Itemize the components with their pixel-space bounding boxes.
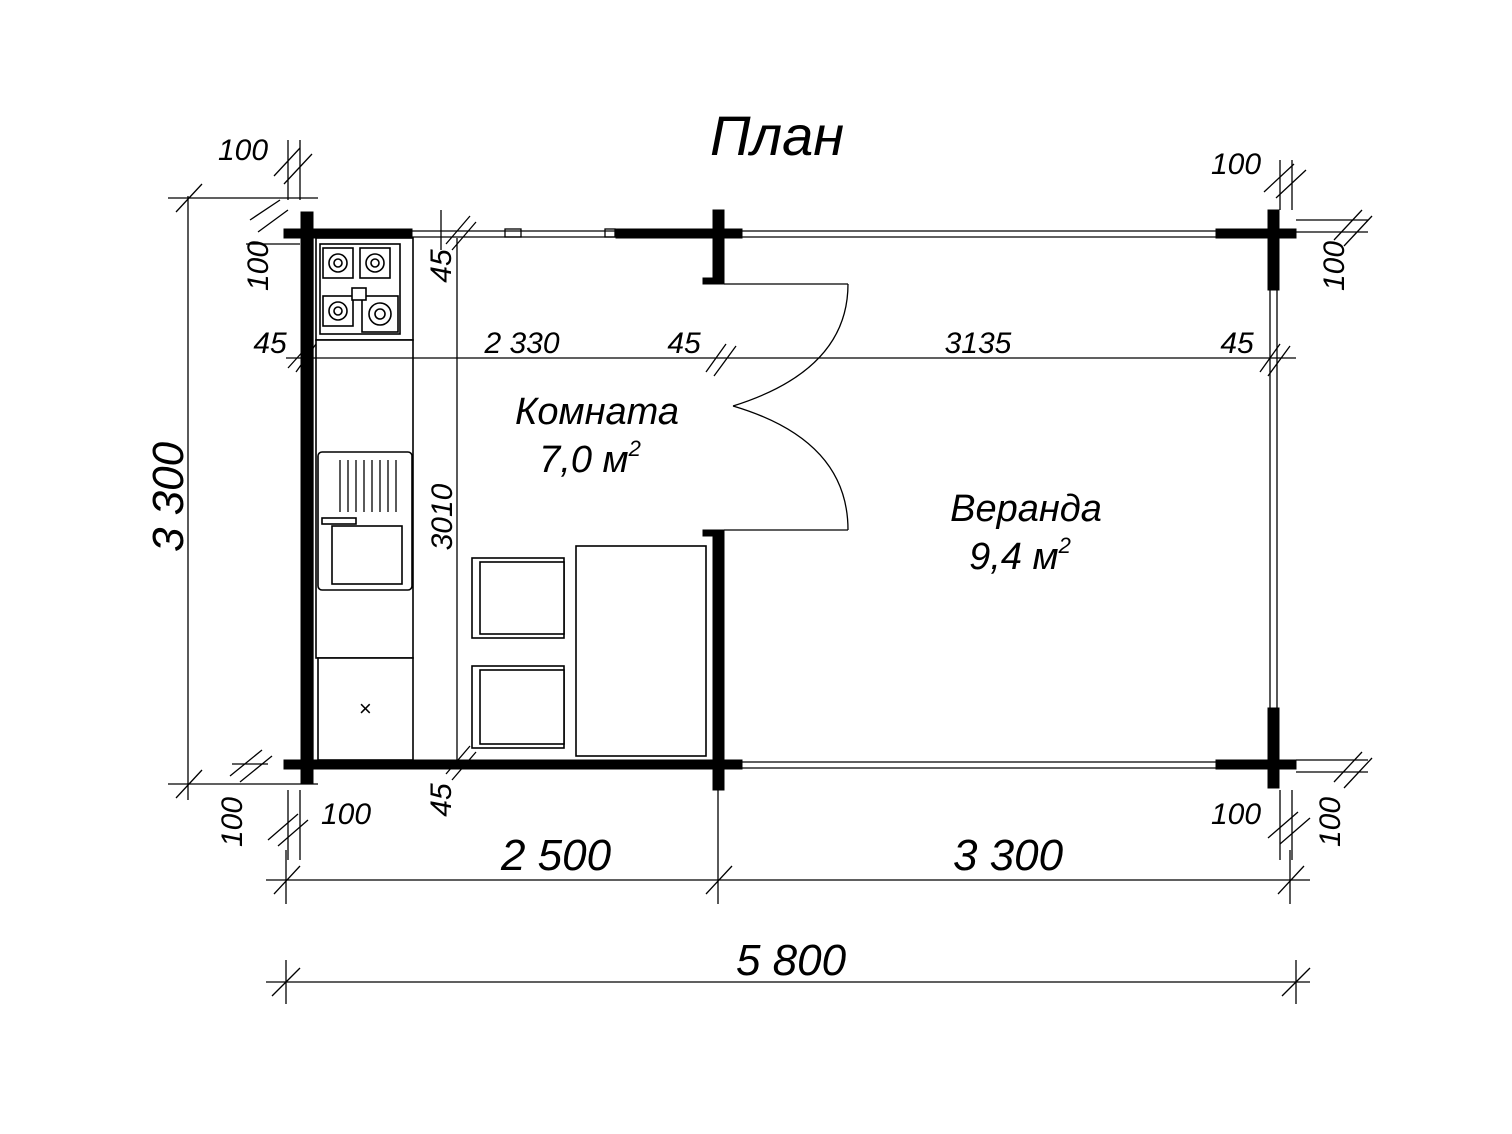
plan-title: План bbox=[710, 104, 844, 167]
furniture bbox=[471, 545, 707, 757]
dim-2330: 2 330 bbox=[483, 327, 559, 360]
room-name-komnata: Комната bbox=[515, 391, 679, 433]
dim-bottom-left-100a: 100 bbox=[216, 797, 249, 847]
partition-bottom bbox=[712, 529, 725, 791]
top-wall-left bbox=[283, 228, 413, 239]
dim-left-45: 45 bbox=[253, 327, 287, 360]
dim-width-total: 5 800 bbox=[736, 936, 847, 985]
burner-icon bbox=[322, 247, 354, 279]
room-area-veranda: 9,4 м2 bbox=[969, 533, 1071, 578]
walls bbox=[283, 209, 1297, 791]
right-post-top bbox=[1267, 209, 1280, 291]
dim-bottom-left-100b: 100 bbox=[321, 798, 371, 831]
dim-right-45: 45 bbox=[1220, 327, 1254, 360]
left-wall bbox=[300, 211, 314, 785]
dim-mid-45: 45 bbox=[667, 327, 701, 360]
room-labels: Комната 7,0 м2 Веранда 9,4 м2 bbox=[515, 391, 1102, 578]
dim-right-100: 100 bbox=[1318, 241, 1351, 291]
sink-bowl bbox=[331, 525, 403, 585]
dim-left-100: 100 bbox=[242, 241, 275, 291]
partition-bottom-jamb bbox=[702, 529, 725, 537]
burner-icon bbox=[361, 295, 399, 333]
top-wall-mid bbox=[615, 228, 743, 239]
cabinet bbox=[317, 657, 414, 761]
dim-width-room: 2 500 bbox=[500, 831, 612, 880]
dimension-labels: 100 100 100 45 100 45 2 330 45 3135 45 3… bbox=[144, 134, 1351, 985]
burner-icon bbox=[322, 295, 354, 327]
faucet-icon bbox=[321, 517, 357, 525]
room-name-veranda: Веранда bbox=[950, 488, 1102, 530]
right-top-beam bbox=[1215, 228, 1297, 239]
stove-knob-icon bbox=[351, 287, 367, 301]
dim-kitchen-45-top: 45 bbox=[425, 249, 458, 283]
table bbox=[575, 545, 707, 757]
dim-kitchen-45-bottom: 45 bbox=[425, 783, 458, 817]
dim-bottom-right-100a: 100 bbox=[1211, 798, 1261, 831]
dim-bottom-right-100b: 100 bbox=[1314, 797, 1347, 847]
burner-icon bbox=[359, 247, 391, 279]
partition-top bbox=[712, 209, 725, 283]
partition-top-jamb bbox=[702, 277, 725, 285]
drainboard-icon bbox=[339, 460, 397, 512]
dimension-lines bbox=[168, 140, 1373, 1004]
dim-top-right-100: 100 bbox=[1211, 148, 1261, 181]
cabinet-mark: × bbox=[359, 696, 372, 721]
right-bottom-beam bbox=[1215, 759, 1297, 770]
room-area-komnata: 7,0 м2 bbox=[539, 436, 641, 481]
dim-overall-height: 3 300 bbox=[144, 441, 193, 552]
kitchen: × bbox=[315, 237, 414, 761]
dim-width-veranda: 3 300 bbox=[953, 831, 1064, 880]
dim-3135: 3135 bbox=[945, 327, 1012, 360]
right-post-bottom bbox=[1267, 707, 1280, 789]
door bbox=[724, 283, 849, 531]
dim-top-left-100: 100 bbox=[218, 134, 268, 167]
dim-3010: 3010 bbox=[426, 483, 459, 550]
thin-lines bbox=[312, 228, 1278, 769]
bottom-wall-room bbox=[283, 759, 743, 770]
